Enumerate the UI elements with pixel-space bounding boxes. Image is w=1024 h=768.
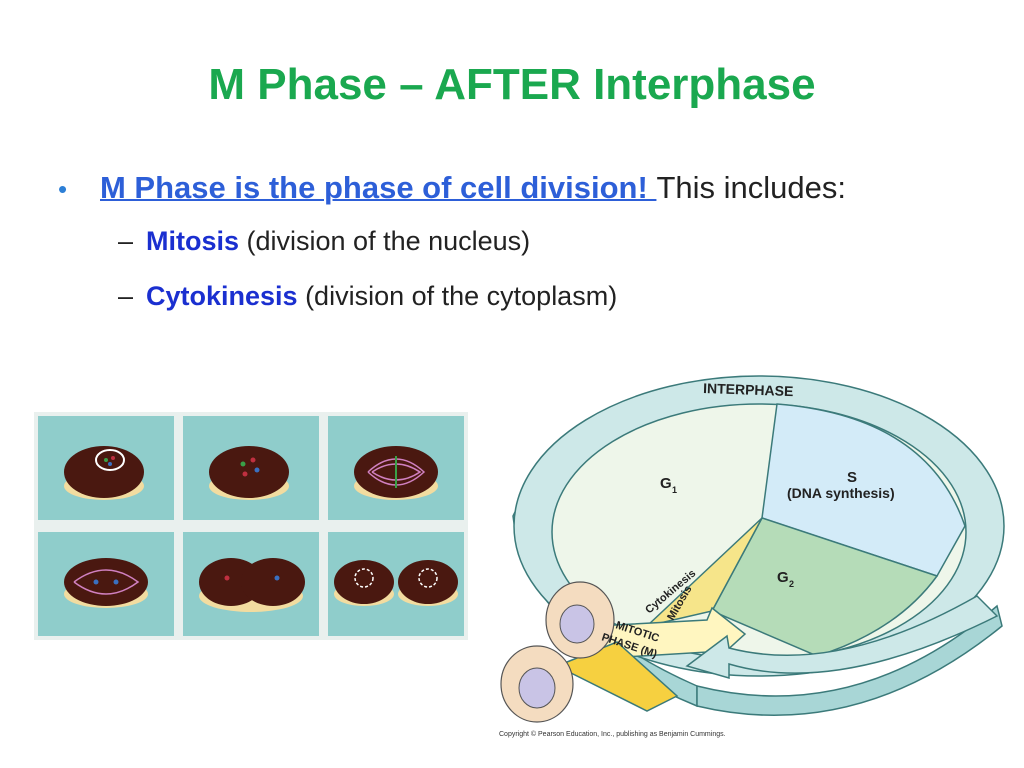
g1-label: G [660,475,672,492]
g1-subscript: 1 [672,485,677,495]
photo-prophase-cookie [183,416,319,520]
photo-metaphase-cookie [328,416,464,520]
s-description: (DNA synthesis) [787,485,895,501]
photo-cytokinesis-cookie [328,532,464,636]
bullet-dot-icon: • [58,174,68,204]
subpoint-text: Mitosis (division of the nucleus) [146,226,530,257]
cookie-image [64,446,144,500]
s-label: S [847,469,857,486]
cell-cycle-svg: INTERPHASE G 1 S (DNA synthesis) G 2 Cyt… [500,375,1005,723]
subpoint-mitosis: – Mitosis (division of the nucleus) [58,226,998,281]
subpoint-text: Cytokinesis (division of the cytoplasm) [146,281,617,312]
cookie-image [64,558,148,608]
cell-division-link[interactable]: M Phase is the phase of cell division! [100,170,657,205]
g2-label: G [777,569,789,586]
subpoint-cytokinesis: – Cytokinesis (division of the cytoplasm… [58,281,998,336]
g2-subscript: 2 [789,579,794,589]
bullet-item: • M Phase is the phase of cell division!… [58,170,998,220]
s-sector [761,403,966,577]
m-sector [644,517,763,628]
photo-anaphase-cookie [38,532,174,636]
return-arrow [685,595,999,679]
bullet-list: • M Phase is the phase of cell division!… [58,170,998,336]
interphase-label: INTERPHASE [703,380,794,399]
bullet-text: M Phase is the phase of cell division! T… [100,170,846,206]
copyright-text: Copyright © Pearson Education, Inc., pub… [499,731,726,738]
dash-icon: – [118,226,134,256]
cookie-image [354,446,438,500]
slide-title: M Phase – AFTER Interphase [208,60,816,109]
ring-side-right [696,604,1003,716]
desc-cytokinesis: (division of the cytoplasm) [297,281,618,311]
cell-cycle-diagram: INTERPHASE G 1 S (DNA synthesis) G 2 Cyt… [497,366,1017,738]
nucleus-top [559,604,595,644]
cookie-model-photo-grid [34,412,468,640]
term-mitosis: Mitosis [146,226,240,256]
photo-telophase-cookie [183,532,319,636]
bullet-rest-text: This includes: [656,170,846,205]
cookie-image [199,558,305,612]
term-cytokinesis: Cytokinesis [146,281,298,311]
dash-icon: – [118,281,134,311]
cookie-image [209,446,289,500]
cookie-image [334,560,458,606]
nucleus-bottom [518,667,556,709]
desc-mitosis: (division of the nucleus) [239,226,531,256]
photo-interphase-cookie [38,416,174,520]
